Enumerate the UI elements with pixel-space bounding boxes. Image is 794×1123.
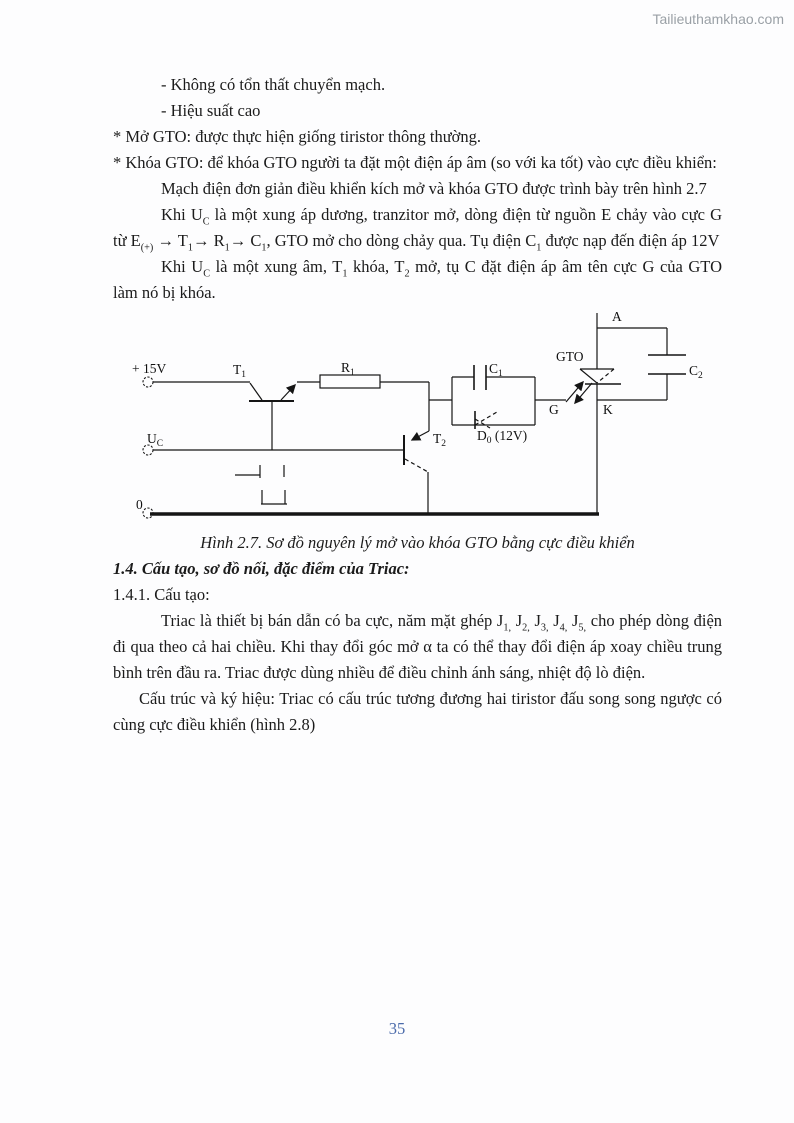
capacitor-c1-zener-d0-loop [429,365,566,429]
label-r1: R1 [341,360,355,378]
label-zero: 0 [136,497,143,512]
figure-caption: Hình 2.7. Sơ đồ nguyên lý mở vào khóa GT… [200,533,635,552]
page-content: - Không có tổn thất chuyển mạch. - Hiệu … [113,72,722,738]
label-g: G [549,402,559,417]
terminal-uc [142,444,154,456]
bullet-high-efficiency: - Hiệu suất cao [161,101,261,120]
paragraph-mo-gto: * Mở GTO: được thực hiện giống tiristor … [113,127,482,146]
paragraph-mach-dien: Mạch điện đơn giản điều khiển kích mở và… [161,179,707,198]
paragraph-xung-am: Khi UC là một xung âm, T1 khóa, T2 mở, t… [113,257,722,302]
label-c1: C1 [489,361,503,379]
label-t1: T1 [233,362,246,380]
label-d0-12v: D0 (12V) [477,428,527,446]
terminal-plus15v [142,376,154,388]
paragraph-triac-cau-tao: Triac là thiết bị bán dẫn có ba cực, năm… [113,611,723,682]
label-a: A [612,309,622,324]
label-c2: C2 [689,363,703,381]
gto-thyristor [565,313,621,514]
label-k: K [603,402,613,417]
label-gto: GTO [556,349,584,364]
heading-1-4-1: 1.4.1. Cấu tạo: [113,585,210,604]
transistor-t2 [153,430,430,514]
label-plus15v: + 15V [132,361,166,376]
paragraph-cau-truc-ky-hieu: Cấu trúc và ký hiệu: Triac có cấu trúc t… [113,689,722,734]
label-t2: T2 [433,431,446,449]
circuit-diagram-gto: + 15V T1 R1 UC 0 T2 C1 D0 (12V) G GTO A … [132,309,703,519]
transistor-t1 [153,381,320,450]
page-number: 35 [388,1019,406,1038]
resistor-r1 [319,374,430,431]
figure-2-7: + 15V T1 R1 UC 0 T2 C1 D0 (12V) G GTO A … [100,306,760,530]
label-uc: UC [147,431,163,449]
capacitor-c2 [597,327,686,401]
heading-1-4: 1.4. Cấu tạo, sơ đồ nối, đặc điểm của Tr… [113,559,410,578]
pulse-waveform-symbol [235,465,287,505]
paragraph-khoa-gto: * Khóa GTO: để khóa GTO người ta đặt một… [113,153,717,172]
paragraph-xung-duong: Khi UC là một xung áp dương, tranzitor m… [113,205,722,254]
bullet-no-switching-loss: - Không có tổn thất chuyển mạch. [161,75,386,94]
watermark-text: Tailieuthamkhao.com [652,11,784,27]
